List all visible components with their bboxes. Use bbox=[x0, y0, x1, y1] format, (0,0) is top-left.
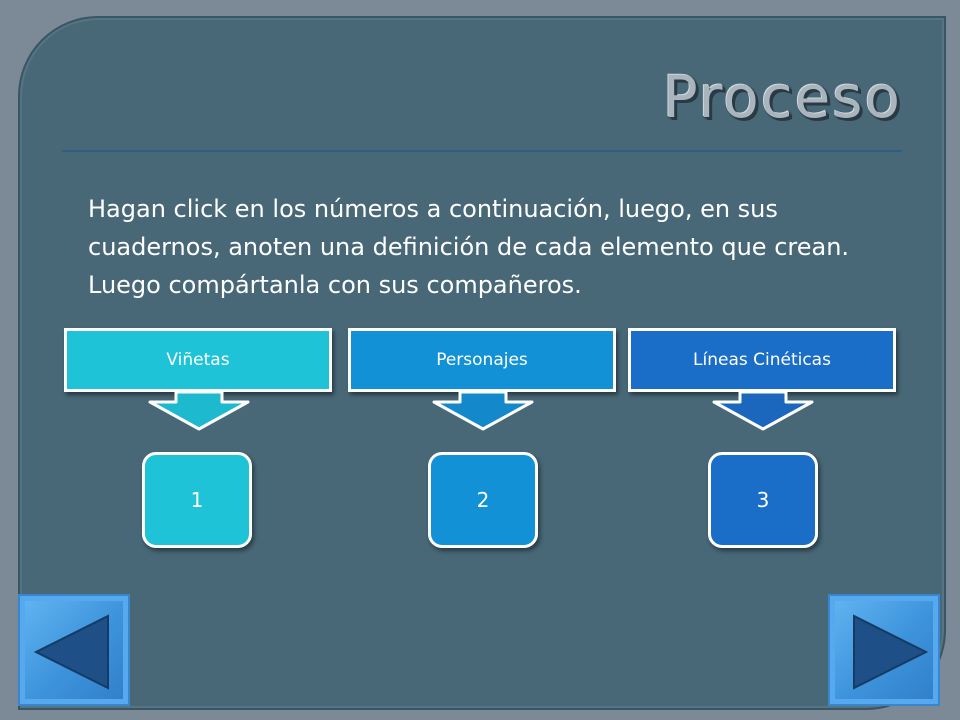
previous-slide-button[interactable] bbox=[18, 594, 130, 706]
step-label-vinetas: Viñetas bbox=[64, 328, 332, 392]
step-label-lineas-cineticas: Líneas Cinéticas bbox=[628, 328, 896, 392]
title-divider bbox=[62, 150, 902, 152]
next-slide-button[interactable] bbox=[828, 594, 940, 706]
step-number-1-button[interactable]: 1 bbox=[142, 452, 252, 548]
step-number-3-button[interactable]: 3 bbox=[708, 452, 818, 548]
down-arrow-icon bbox=[148, 392, 250, 431]
down-arrow-icon bbox=[432, 392, 534, 431]
step-number-2-button[interactable]: 2 bbox=[428, 452, 538, 548]
right-triangle-icon bbox=[853, 614, 929, 690]
left-triangle-icon bbox=[33, 614, 109, 690]
slide-title: Proceso bbox=[662, 63, 902, 131]
instructions-text: Hagan click en los números a continuació… bbox=[88, 195, 850, 299]
down-arrow-icon bbox=[712, 392, 814, 431]
step-label-personajes: Personajes bbox=[348, 328, 616, 392]
